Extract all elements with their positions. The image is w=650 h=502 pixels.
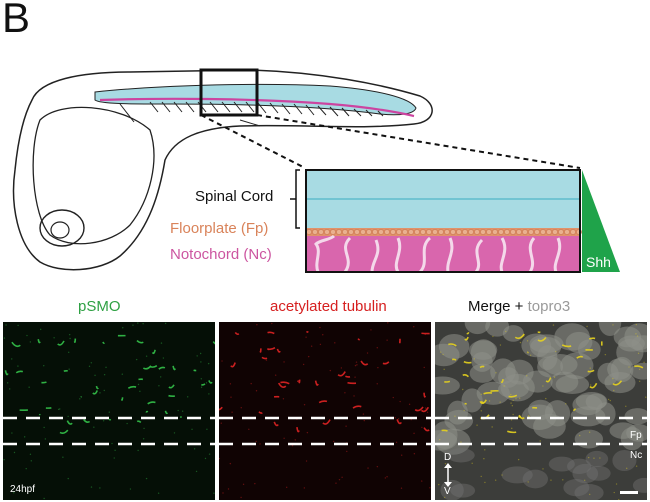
scale-bar	[620, 491, 638, 494]
floorplate-label: Floorplate (Fp)	[170, 220, 269, 237]
panel-title-psmo: pSMO	[78, 298, 121, 315]
panel-title-tubulin: acetylated tubulin	[270, 298, 387, 315]
zoom-box	[199, 68, 259, 117]
spinal-cord-bracket	[290, 169, 300, 229]
dv-arrow-icon	[444, 463, 452, 487]
notochord-line	[99, 97, 415, 118]
notochord-region	[306, 236, 580, 272]
stage-label: 24hpf	[10, 484, 36, 495]
shh-label: Shh	[586, 254, 611, 270]
fp-annotation: Fp	[630, 430, 642, 441]
tubulin-panel	[219, 322, 431, 500]
merge-suffix: topro3	[527, 298, 571, 315]
merge-prefix: Merge +	[468, 298, 528, 315]
lens-outline	[50, 221, 70, 239]
embryo-schematic: Shh	[12, 68, 620, 274]
notochord-vacuoles	[314, 234, 562, 274]
psmo-panel	[3, 322, 215, 500]
dorsal-label: D	[444, 452, 452, 463]
ventral-label: V	[444, 486, 451, 497]
spinal-cord-label: Spinal Cord	[195, 188, 274, 205]
eye-outline	[39, 209, 85, 247]
embryo-outline	[12, 69, 433, 271]
panel-title-merge: Merge + topro3	[468, 298, 570, 315]
merge-panel	[435, 322, 647, 500]
projection-line-left	[200, 114, 306, 169]
nc-annotation: Nc	[630, 450, 643, 461]
shh-gradient	[582, 170, 620, 272]
floorplate-cells	[306, 228, 582, 236]
schematic-frame	[305, 169, 581, 273]
projection-line-right	[256, 114, 581, 169]
somites	[119, 101, 384, 127]
panel-letter: B	[2, 0, 31, 41]
notochord-label: Notochord (Nc)	[170, 246, 272, 263]
yolk-outline	[32, 106, 155, 245]
